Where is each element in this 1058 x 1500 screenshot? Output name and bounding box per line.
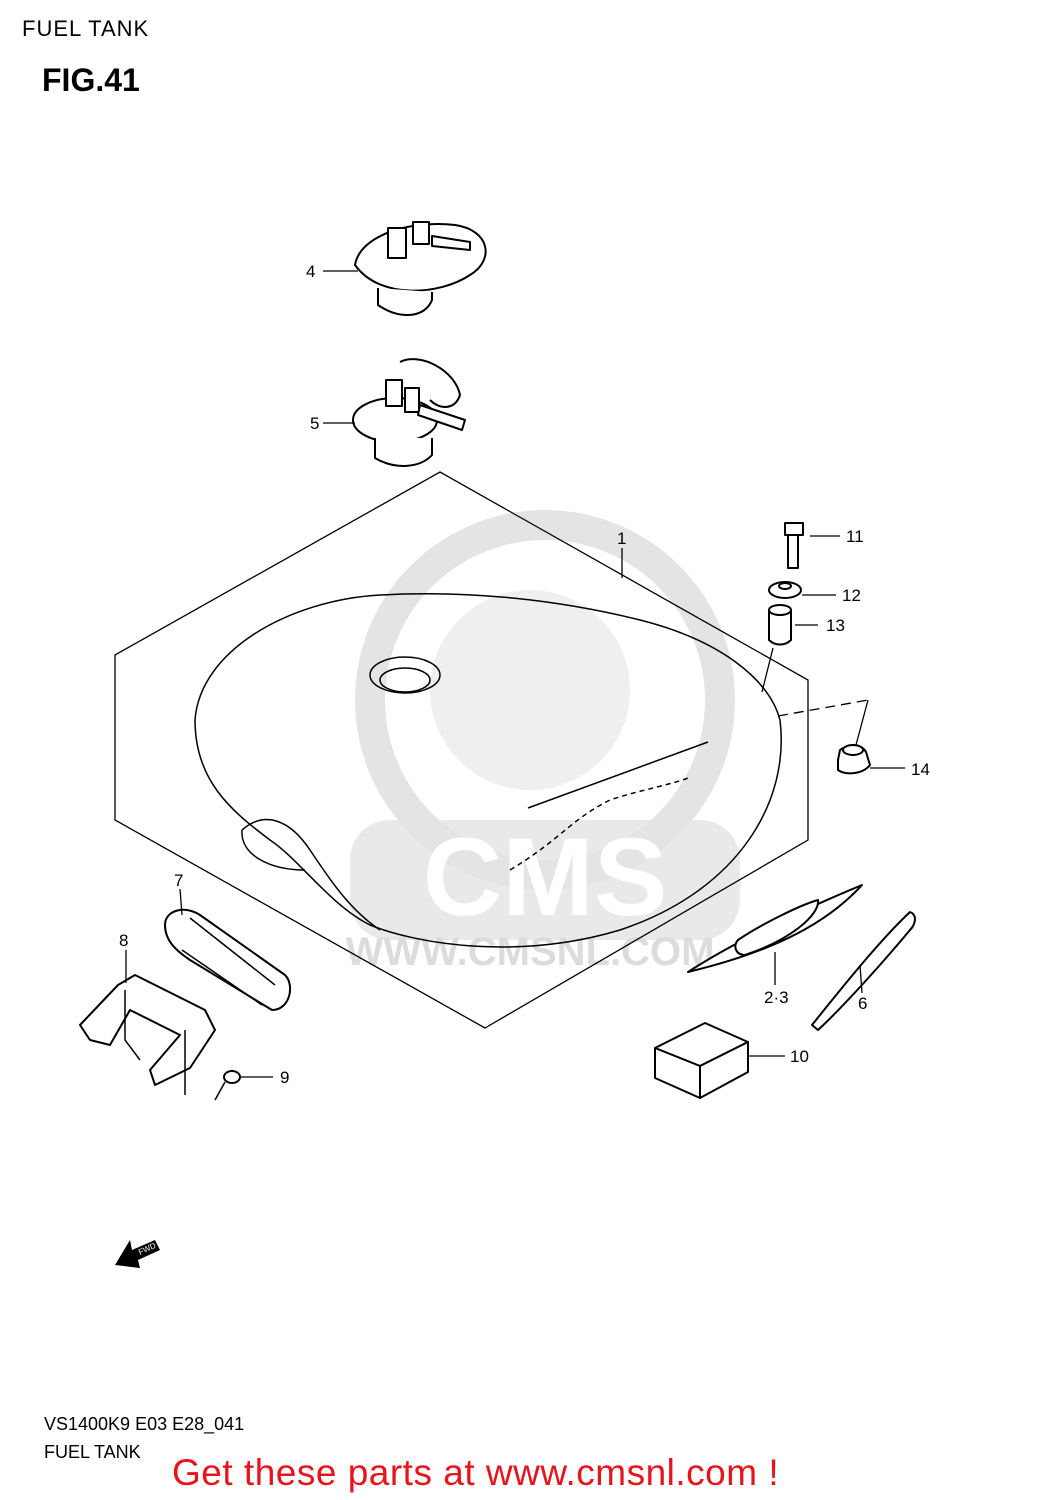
fuel-cap-part-4 (354, 221, 487, 317)
callout-14: 14 (911, 760, 930, 779)
fuel-cap-part-5 (352, 358, 466, 467)
callout-4: 4 (306, 262, 315, 281)
box-part-10 (654, 1022, 749, 1099)
callout-10: 10 (790, 1047, 809, 1066)
callout-9: 9 (280, 1068, 289, 1087)
watermark-mascot (430, 590, 630, 790)
cushion-part-12 (768, 581, 802, 599)
parts-link-cta[interactable]: Get these parts at www.cmsnl.com ! (172, 1452, 780, 1493)
emblem-part-2-3 (687, 884, 863, 973)
mount-part-14 (837, 744, 871, 775)
fwd-arrow-icon: FWD (115, 1240, 160, 1268)
callout-6: 6 (858, 994, 867, 1013)
watermark-url: WWW.CMSNL.COM (346, 930, 715, 974)
model-code: VS1400K9 E03 E28_041 (44, 1414, 245, 1434)
cushion-part-7 (164, 908, 292, 1011)
callout-13: 13 (826, 616, 845, 635)
callout-8: 8 (119, 931, 128, 950)
callout-11: 11 (846, 527, 864, 546)
footer-title: FUEL TANK (44, 1442, 141, 1462)
spacer-part-13 (768, 604, 792, 646)
leader-13-dash (761, 647, 774, 693)
leader-lines (125, 270, 905, 1078)
bracket-part-8 (79, 974, 216, 1095)
figure-number: FIG.41 (42, 62, 140, 98)
leader-6 (859, 964, 863, 994)
diagram-header-title: FUEL TANK (22, 16, 150, 41)
leader-14-dash (777, 699, 869, 717)
tank-outline-frame (114, 471, 809, 1029)
callout-5: 5 (310, 414, 319, 433)
callout-2-3: 2·3 (764, 988, 789, 1007)
watermark-brand: CMS (423, 816, 667, 939)
leader-7 (179, 888, 183, 916)
strip-part-6 (811, 911, 916, 1031)
leader-14a (855, 699, 869, 746)
callout-7: 7 (174, 871, 183, 890)
fuel-tank-part (194, 592, 782, 948)
watermark-badge (350, 820, 740, 940)
cms-watermark: CMS WWW.CMSNL.COM (346, 510, 740, 974)
bolt-part-11 (784, 522, 804, 569)
screw-part-9 (214, 1070, 241, 1101)
callout-12: 12 (842, 586, 861, 605)
callout-1: 1 (617, 529, 626, 548)
